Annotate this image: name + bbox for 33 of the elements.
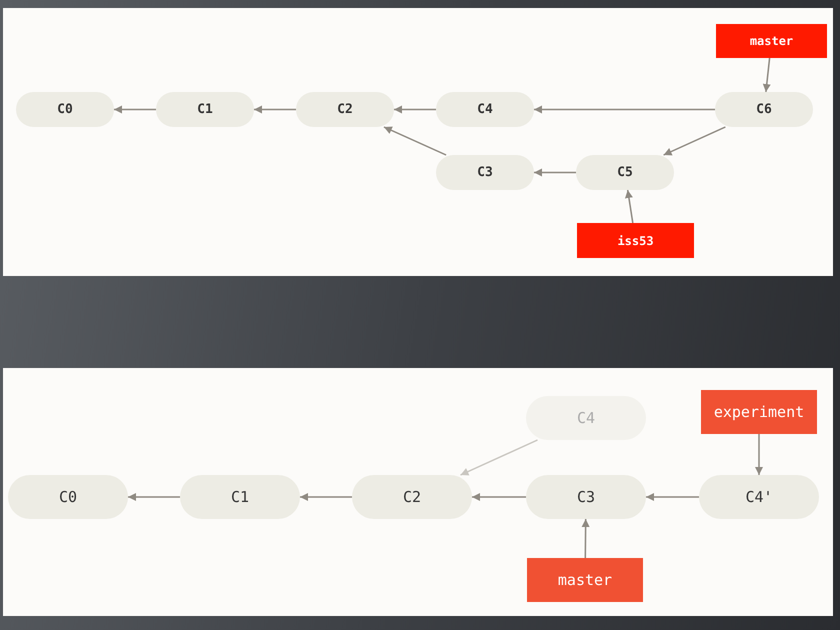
arrow: [762, 58, 771, 92]
commit-node: C5: [576, 155, 674, 190]
commit-node: C0: [8, 475, 128, 519]
commit-node: C0: [16, 92, 114, 127]
branch-label: master: [527, 558, 643, 602]
commit-node: C6: [715, 92, 813, 127]
commit-node: C1: [156, 92, 254, 127]
arrow: [254, 106, 296, 114]
arrow: [582, 519, 590, 558]
arrow: [460, 439, 538, 476]
branch-label: master: [716, 24, 827, 58]
commit-node: C1: [180, 475, 300, 519]
arrow: [755, 434, 763, 475]
commit-node: C4': [699, 475, 819, 519]
branch-label: iss53: [577, 223, 694, 258]
commit-node: C2: [296, 92, 394, 127]
faded-commit-node: C4: [526, 396, 646, 440]
arrow: [128, 493, 180, 501]
arrow: [384, 126, 446, 156]
arrow: [114, 106, 156, 114]
arrow: [663, 126, 726, 156]
commit-node: C4: [436, 92, 534, 127]
arrow: [646, 493, 699, 501]
commit-node: C2: [352, 475, 472, 519]
commit-node: C3: [436, 155, 534, 190]
arrow: [300, 493, 352, 501]
commit-node: C3: [526, 475, 646, 519]
arrow: [534, 168, 576, 176]
arrow: [624, 190, 634, 224]
arrow: [534, 106, 715, 114]
arrow: [472, 493, 526, 501]
branch-label: experiment: [701, 390, 817, 434]
arrow: [394, 106, 436, 114]
